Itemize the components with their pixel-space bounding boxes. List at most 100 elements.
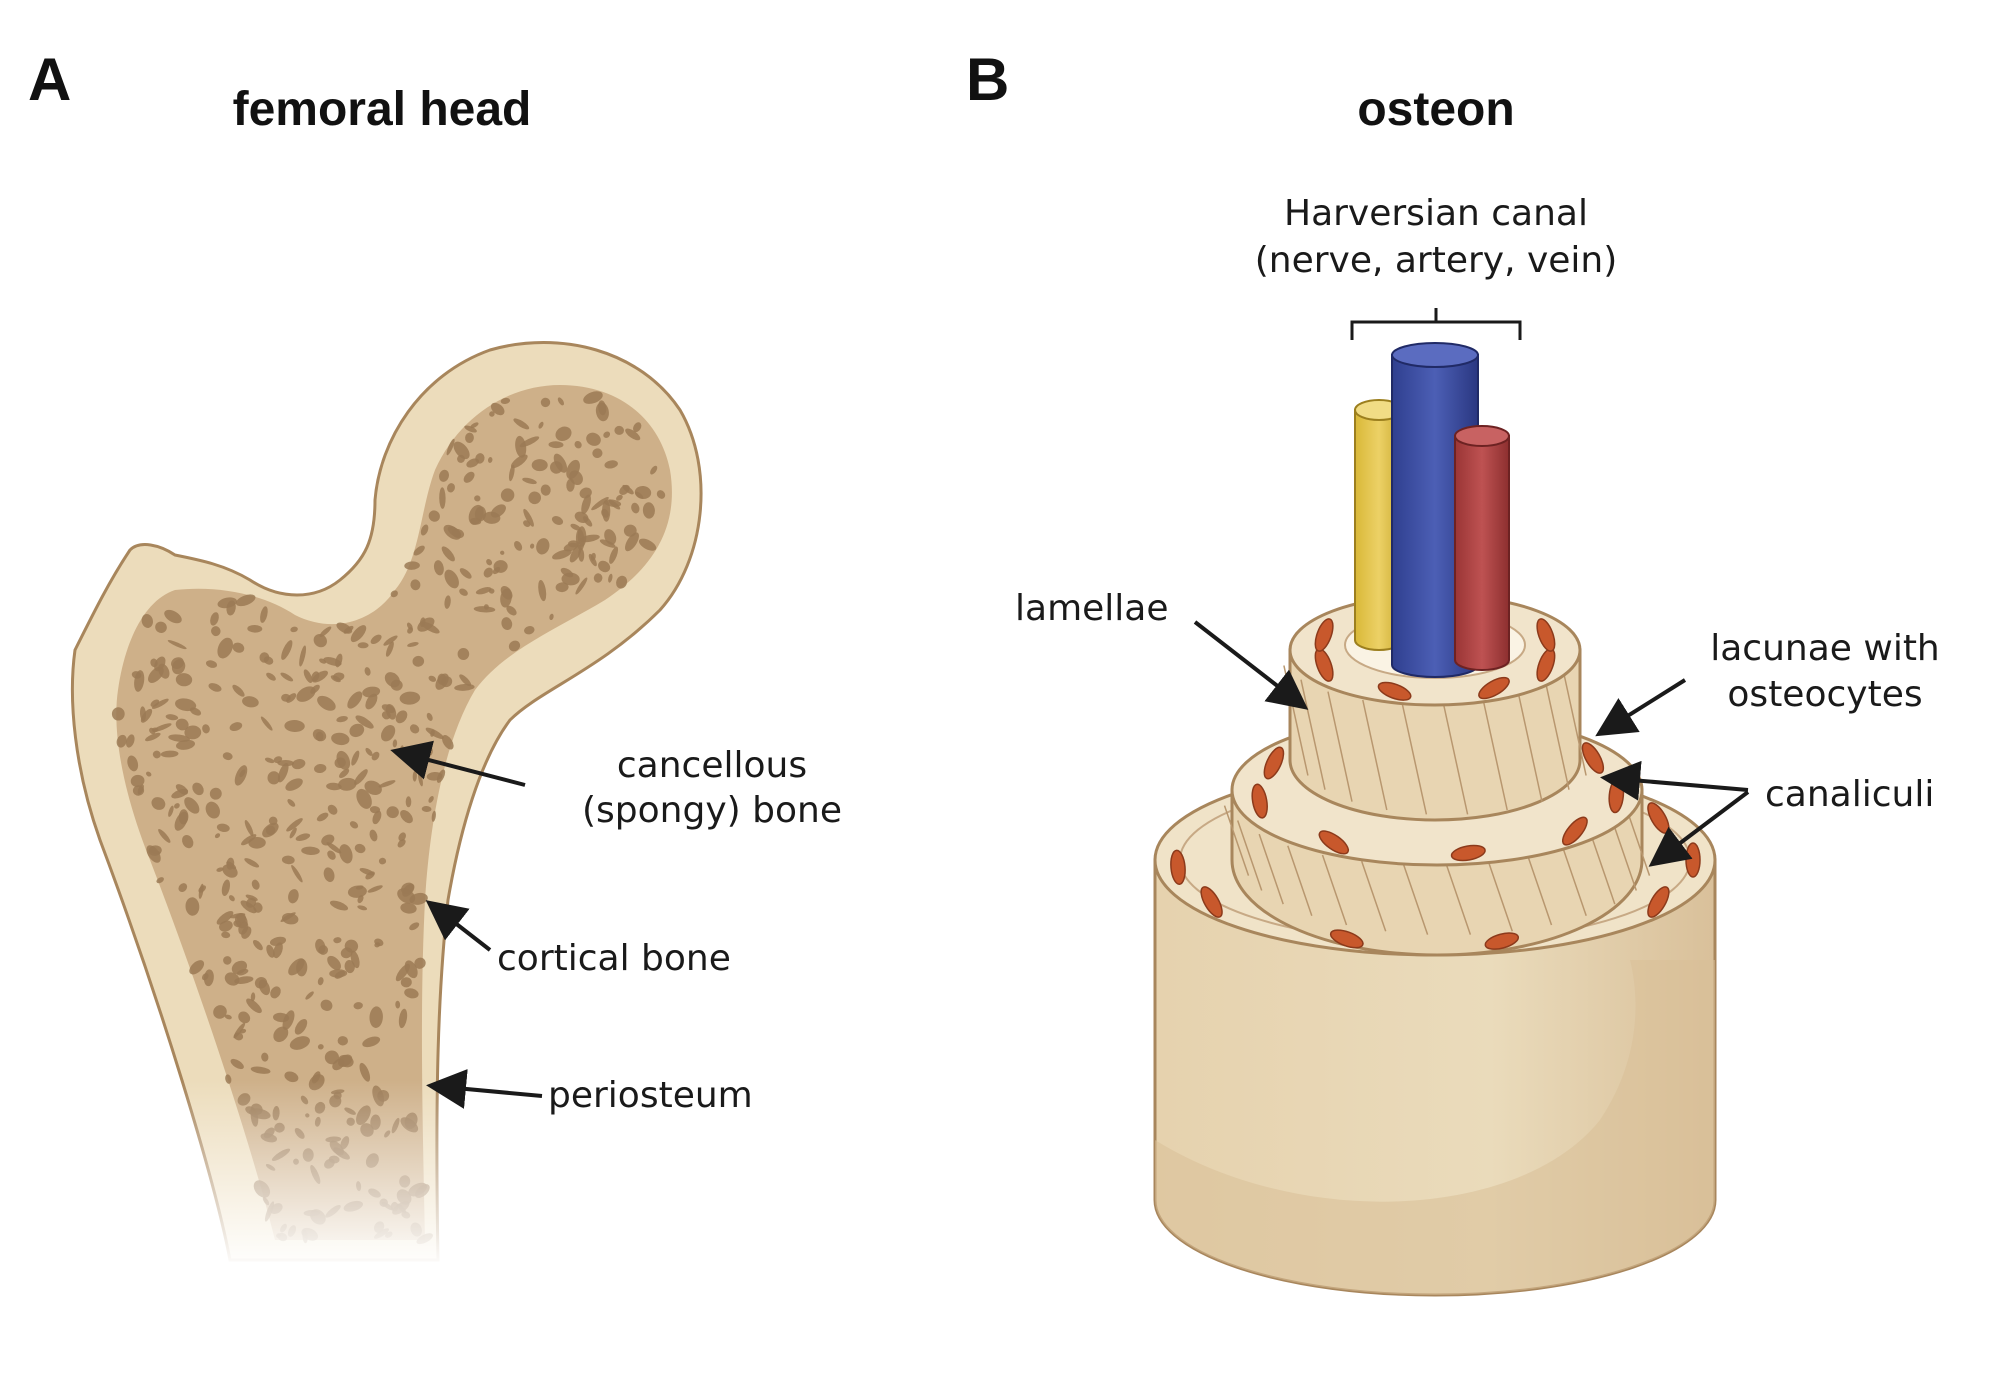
trabecula bbox=[555, 582, 569, 593]
trabecula bbox=[598, 560, 611, 573]
trabecula bbox=[314, 763, 327, 774]
trabecula bbox=[549, 613, 554, 621]
trabecula bbox=[326, 782, 342, 791]
periosteum-label: periosteum bbox=[548, 1075, 753, 1116]
trabecula bbox=[506, 605, 517, 616]
trabecula bbox=[604, 499, 622, 507]
trabecula bbox=[167, 640, 187, 650]
trabecula bbox=[635, 491, 644, 499]
trabecula bbox=[286, 818, 303, 832]
trabecula bbox=[374, 942, 381, 948]
trabecula bbox=[268, 816, 278, 826]
trabecula bbox=[232, 642, 245, 653]
trabecula bbox=[238, 921, 249, 935]
trabecula bbox=[145, 732, 161, 742]
trabecula bbox=[347, 691, 363, 709]
panel-b: B osteon bbox=[966, 46, 1940, 1297]
trabecula bbox=[428, 796, 434, 803]
trabecula bbox=[211, 626, 221, 637]
trabecula bbox=[349, 723, 365, 738]
trabecula bbox=[500, 585, 513, 600]
trabecula bbox=[273, 942, 283, 959]
shaft-fade bbox=[150, 1080, 480, 1270]
trabecula bbox=[332, 1058, 345, 1071]
trabecula bbox=[404, 960, 418, 979]
trabecula bbox=[178, 809, 189, 825]
trabecula bbox=[213, 1005, 227, 1019]
trabecula bbox=[365, 871, 375, 880]
trabecula bbox=[287, 799, 296, 807]
osteocyte bbox=[1647, 886, 1670, 918]
trabecula bbox=[409, 724, 420, 734]
trabecula bbox=[466, 458, 480, 468]
trabecula bbox=[273, 756, 283, 763]
trabecula bbox=[327, 850, 336, 860]
trabecula bbox=[301, 846, 320, 856]
trabecula bbox=[441, 546, 455, 562]
lacunae-arrow bbox=[1595, 678, 1687, 737]
trabecula bbox=[623, 524, 637, 537]
trabecula bbox=[601, 508, 609, 518]
trabecula bbox=[327, 804, 338, 815]
trabecula bbox=[561, 572, 580, 586]
trabecula bbox=[463, 471, 475, 483]
trabecula bbox=[369, 1006, 383, 1028]
trabecula bbox=[385, 641, 394, 657]
lamella-stripe bbox=[1321, 854, 1348, 926]
trabecula bbox=[326, 842, 342, 854]
trabecula bbox=[538, 421, 544, 429]
osteocyte bbox=[1170, 849, 1186, 885]
trabecula bbox=[574, 440, 582, 449]
trabecula bbox=[340, 947, 353, 959]
trabecula bbox=[234, 976, 254, 984]
trabecula bbox=[428, 675, 437, 682]
trabecula bbox=[336, 750, 351, 770]
lamella-stripe bbox=[1401, 704, 1428, 815]
cancellous-label-line2: (spongy) bone bbox=[582, 790, 842, 831]
trabecula bbox=[168, 734, 190, 743]
trabecula bbox=[209, 787, 222, 800]
panel-a-title: femoral head bbox=[233, 83, 532, 136]
trabecula bbox=[210, 612, 219, 626]
trabecula bbox=[591, 496, 609, 511]
trabecula bbox=[317, 1044, 324, 1050]
trabecula bbox=[339, 844, 353, 864]
osteocyte bbox=[1200, 886, 1223, 918]
trabecula bbox=[134, 670, 145, 692]
trabecula bbox=[487, 457, 493, 463]
trabecula bbox=[447, 483, 455, 493]
trabecula bbox=[433, 560, 444, 576]
trabecula bbox=[284, 719, 305, 733]
trabecula bbox=[410, 579, 421, 591]
cancellous-arrow bbox=[390, 740, 526, 787]
trabecula bbox=[421, 621, 440, 634]
trabecula bbox=[370, 634, 382, 645]
trabecula bbox=[239, 1028, 247, 1034]
trabecula bbox=[457, 648, 470, 660]
trabecula bbox=[202, 724, 210, 734]
trabecula bbox=[178, 883, 188, 893]
trabecula bbox=[269, 936, 287, 946]
trabecula bbox=[357, 905, 368, 911]
trabecula bbox=[156, 877, 164, 884]
osteocyte bbox=[1478, 676, 1510, 700]
trabecula bbox=[273, 1012, 290, 1023]
trabecula bbox=[381, 711, 391, 720]
canaliculi-label: canaliculi bbox=[1765, 774, 1934, 815]
trabecula bbox=[616, 494, 623, 501]
trabecula bbox=[168, 805, 174, 817]
trabecula bbox=[404, 988, 419, 999]
canaliculi-arrow-lower bbox=[1648, 790, 1750, 867]
lacunae-label-line1: lacunae with bbox=[1710, 628, 1940, 669]
trabecula bbox=[362, 1036, 381, 1048]
trabecula bbox=[273, 1026, 289, 1043]
trabecula bbox=[631, 502, 640, 514]
trabecula bbox=[514, 541, 523, 551]
trabecula bbox=[531, 459, 548, 472]
trabecula bbox=[616, 575, 628, 589]
trabecula bbox=[383, 635, 398, 646]
trabecula bbox=[244, 858, 260, 868]
trabecula bbox=[428, 510, 440, 522]
trabecula bbox=[198, 885, 206, 893]
trabecula bbox=[251, 879, 260, 890]
